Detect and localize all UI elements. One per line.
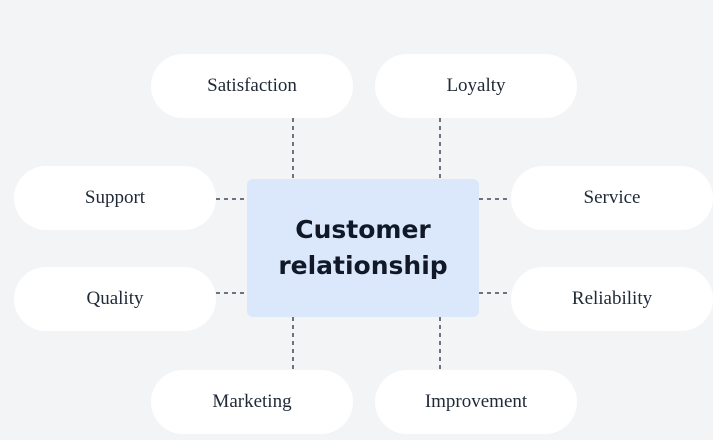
node-label: Service xyxy=(583,187,641,208)
node-service: Service xyxy=(511,166,713,230)
center-title: Customer relationship xyxy=(278,212,447,284)
node-loyalty: Loyalty xyxy=(375,54,577,118)
node-reliability: Reliability xyxy=(511,267,713,331)
node-quality: Quality xyxy=(14,267,216,331)
center-node-customer-relationship: Customer relationship xyxy=(247,179,479,317)
node-label: Reliability xyxy=(571,288,653,309)
node-improvement: Improvement xyxy=(375,370,577,434)
node-support: Support xyxy=(14,166,216,230)
node-label: Improvement xyxy=(424,391,528,412)
node-label: Quality xyxy=(86,288,144,309)
node-label: Satisfaction xyxy=(207,75,297,96)
node-marketing: Marketing xyxy=(151,370,353,434)
node-label: Support xyxy=(84,187,146,208)
node-label: Marketing xyxy=(212,391,292,412)
center-title-line1: Customer xyxy=(295,215,431,244)
center-title-line2: relationship xyxy=(278,251,448,280)
node-label: Loyalty xyxy=(446,75,506,96)
node-satisfaction: Satisfaction xyxy=(151,54,353,118)
